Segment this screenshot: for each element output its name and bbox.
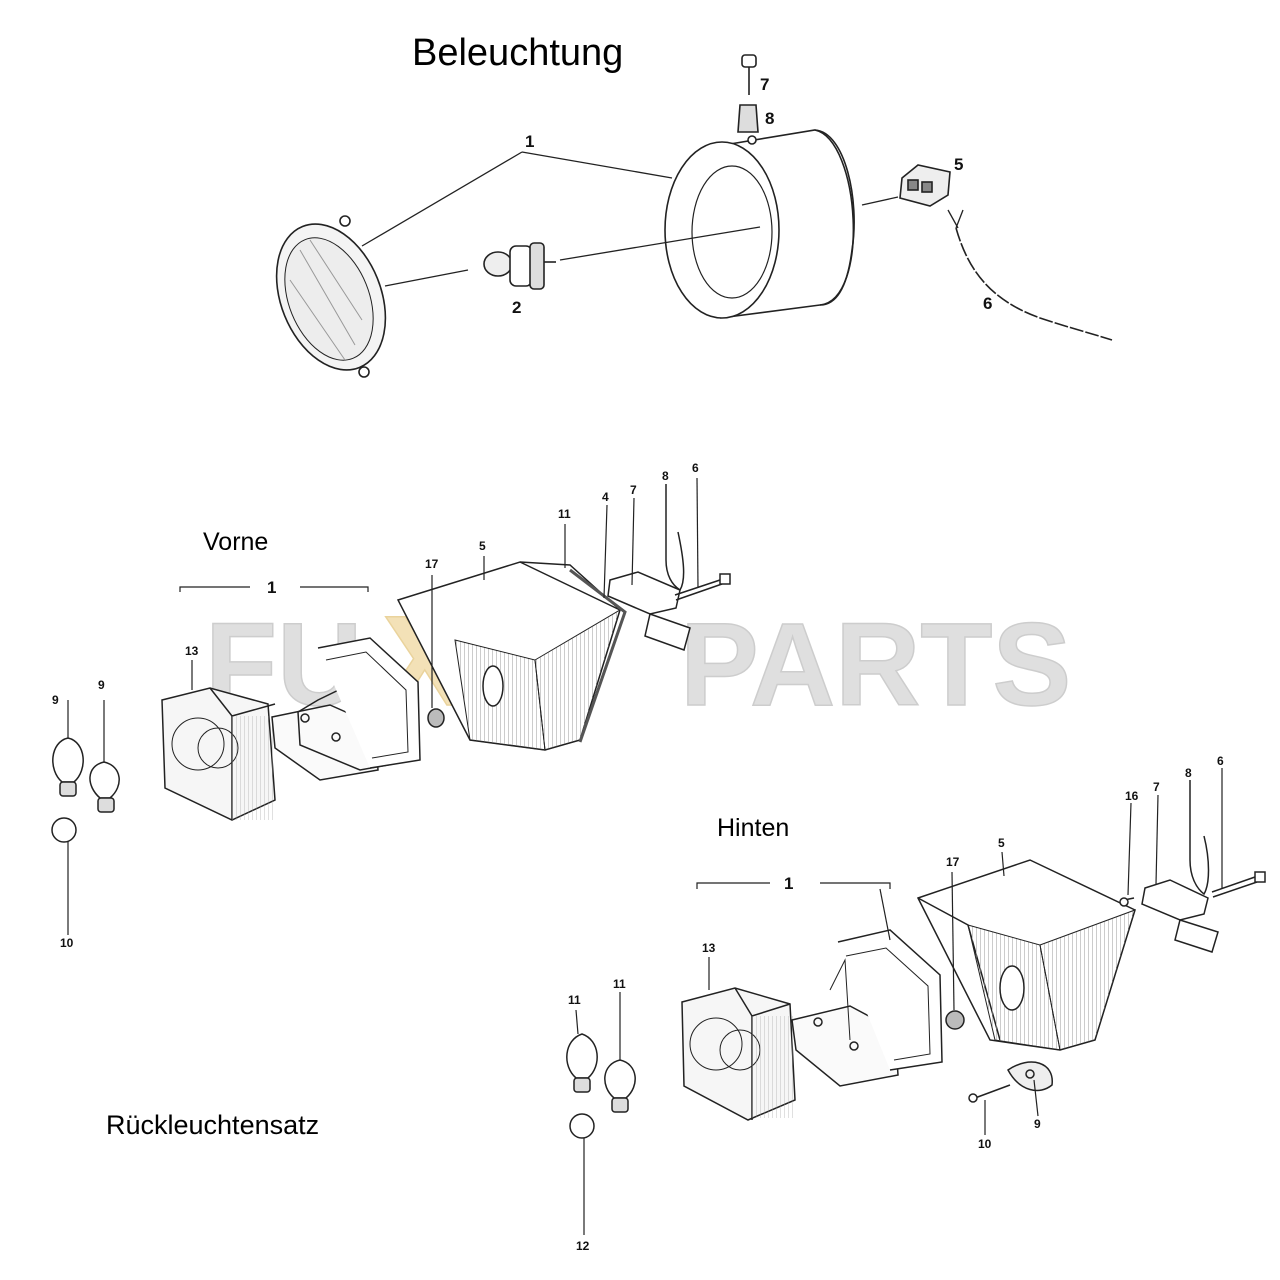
rear-housing <box>916 859 1136 1051</box>
rear-bracket <box>1141 879 1219 953</box>
rear-gasket <box>791 929 943 1087</box>
callout-rear-12: 12 <box>576 1239 590 1253</box>
callout-rear-8: 8 <box>1185 766 1192 780</box>
callout-front-10: 10 <box>60 936 74 950</box>
callout-headlamp-5: 5 <box>954 155 963 174</box>
front-lens <box>161 687 276 821</box>
callout-front-11: 11 <box>558 507 571 521</box>
callout-front-9-right: 9 <box>98 678 105 692</box>
front-wire <box>665 484 685 592</box>
callout-rear-11-right: 11 <box>613 977 626 991</box>
callout-headlamp-7: 7 <box>760 75 769 94</box>
callout-headlamp-2: 2 <box>512 298 521 317</box>
callout-headlamp-1: 1 <box>525 132 534 151</box>
callout-front-17: 17 <box>425 557 439 571</box>
callout-rear-5: 5 <box>998 836 1005 850</box>
callout-front-7: 7 <box>630 483 637 497</box>
callout-front-4: 4 <box>602 490 609 504</box>
rear-lamp-cap <box>1007 1061 1053 1092</box>
headlamp-callouts: 1 2 5 6 7 8 <box>512 75 992 317</box>
callout-headlamp-6: 6 <box>983 294 992 313</box>
rear-cap-screw <box>968 1084 1011 1103</box>
front-small-bulb <box>51 817 77 935</box>
callout-rear-10: 10 <box>978 1137 992 1151</box>
rear-callouts: 1 5 6 7 8 9 10 11 11 12 13 16 17 <box>568 754 1224 1253</box>
callout-front-9-left: 9 <box>52 693 59 707</box>
headlamp-connector <box>899 164 951 207</box>
headlamp-cable <box>955 227 1113 341</box>
headlamp-bulb <box>483 242 556 290</box>
front-gasket <box>271 637 421 781</box>
callout-rear-7: 7 <box>1153 780 1160 794</box>
rear-grommet <box>945 1010 965 1030</box>
front-grommet <box>427 708 445 728</box>
rear-screw <box>1119 897 1135 907</box>
rear-group-bracket <box>696 882 891 889</box>
front-callouts: 1 4 5 6 7 8 9 9 10 11 13 17 <box>52 461 699 950</box>
front-light-assembly <box>51 477 731 935</box>
callout-headlamp-8: 8 <box>765 109 774 128</box>
watermark-parts: PARTS <box>680 599 1071 731</box>
callout-rear-1: 1 <box>784 874 793 893</box>
callout-rear-13: 13 <box>702 941 716 955</box>
callout-front-5: 5 <box>479 539 486 553</box>
rear-wire <box>1189 780 1210 896</box>
rear-light-assembly <box>566 768 1266 1235</box>
front-seal-strip <box>569 568 627 743</box>
rear-bolt <box>1211 871 1266 898</box>
rear-leaders <box>708 768 1223 1135</box>
headlamp-leaders <box>361 151 964 287</box>
callout-front-8: 8 <box>662 469 669 483</box>
headlamp-housing <box>664 129 855 319</box>
callout-front-1: 1 <box>267 578 276 597</box>
headlamp-plug <box>741 54 757 95</box>
callout-rear-9: 9 <box>1034 1117 1041 1131</box>
callout-rear-17: 17 <box>946 855 960 869</box>
headlamp-lens <box>275 215 387 378</box>
rear-bulb-left <box>566 1009 598 1093</box>
headlamp-grommet <box>737 104 759 133</box>
front-bulb-left <box>52 700 84 797</box>
callout-front-13: 13 <box>185 644 199 658</box>
front-bracket <box>607 571 691 651</box>
rear-section-label: Hinten <box>717 814 790 842</box>
callout-rear-16: 16 <box>1125 789 1139 803</box>
callout-front-6: 6 <box>692 461 699 475</box>
rear-bulb-right <box>604 992 636 1113</box>
rear-small-bulb <box>569 1113 595 1235</box>
diagram-title: Beleuchtung <box>412 32 624 74</box>
headlamp-assembly <box>275 54 1113 378</box>
front-section-label: Vorne <box>203 528 269 556</box>
front-group-bracket <box>179 586 369 592</box>
rear-lens <box>681 987 796 1121</box>
front-leaders <box>191 477 699 708</box>
tail-light-set-label: Rückleuchtensatz <box>106 1110 320 1140</box>
callout-rear-11-left: 11 <box>568 993 581 1007</box>
front-bulb-right <box>89 700 120 813</box>
front-housing <box>396 561 621 751</box>
callout-rear-6: 6 <box>1217 754 1224 768</box>
